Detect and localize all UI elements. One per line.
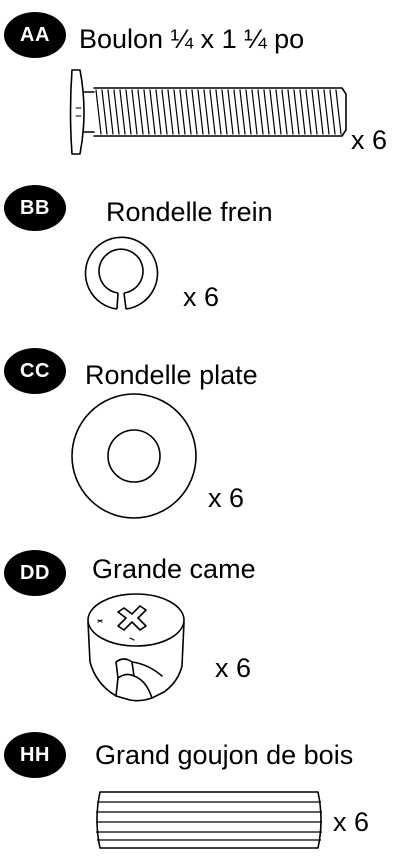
part-name: Grand goujon de bois: [95, 740, 354, 770]
part-code-badge: CC: [4, 348, 66, 394]
part-quantity: x 6: [333, 807, 370, 837]
part-code-badge: AA: [4, 12, 66, 58]
part-name: Boulon ¼ x 1 ¼ po: [79, 24, 305, 54]
flat-washer-icon: [70, 392, 198, 520]
part-quantity: x 6: [351, 125, 388, 155]
part-code-badge: DD: [4, 550, 66, 596]
part-quantity: x 6: [183, 282, 220, 312]
part-name: Rondelle frein: [106, 197, 273, 227]
part-code-badge: HH: [4, 732, 66, 778]
cam-lock-icon: [86, 592, 188, 706]
lock-washer-icon: [78, 231, 162, 315]
part-quantity: x 6: [215, 653, 252, 683]
wood-dowel-icon: [94, 790, 326, 850]
part-name: Rondelle plate: [85, 360, 258, 390]
bolt-icon: [66, 64, 356, 164]
part-name: Grande came: [92, 554, 256, 584]
part-code-badge: BB: [4, 185, 66, 231]
part-quantity: x 6: [208, 483, 245, 513]
